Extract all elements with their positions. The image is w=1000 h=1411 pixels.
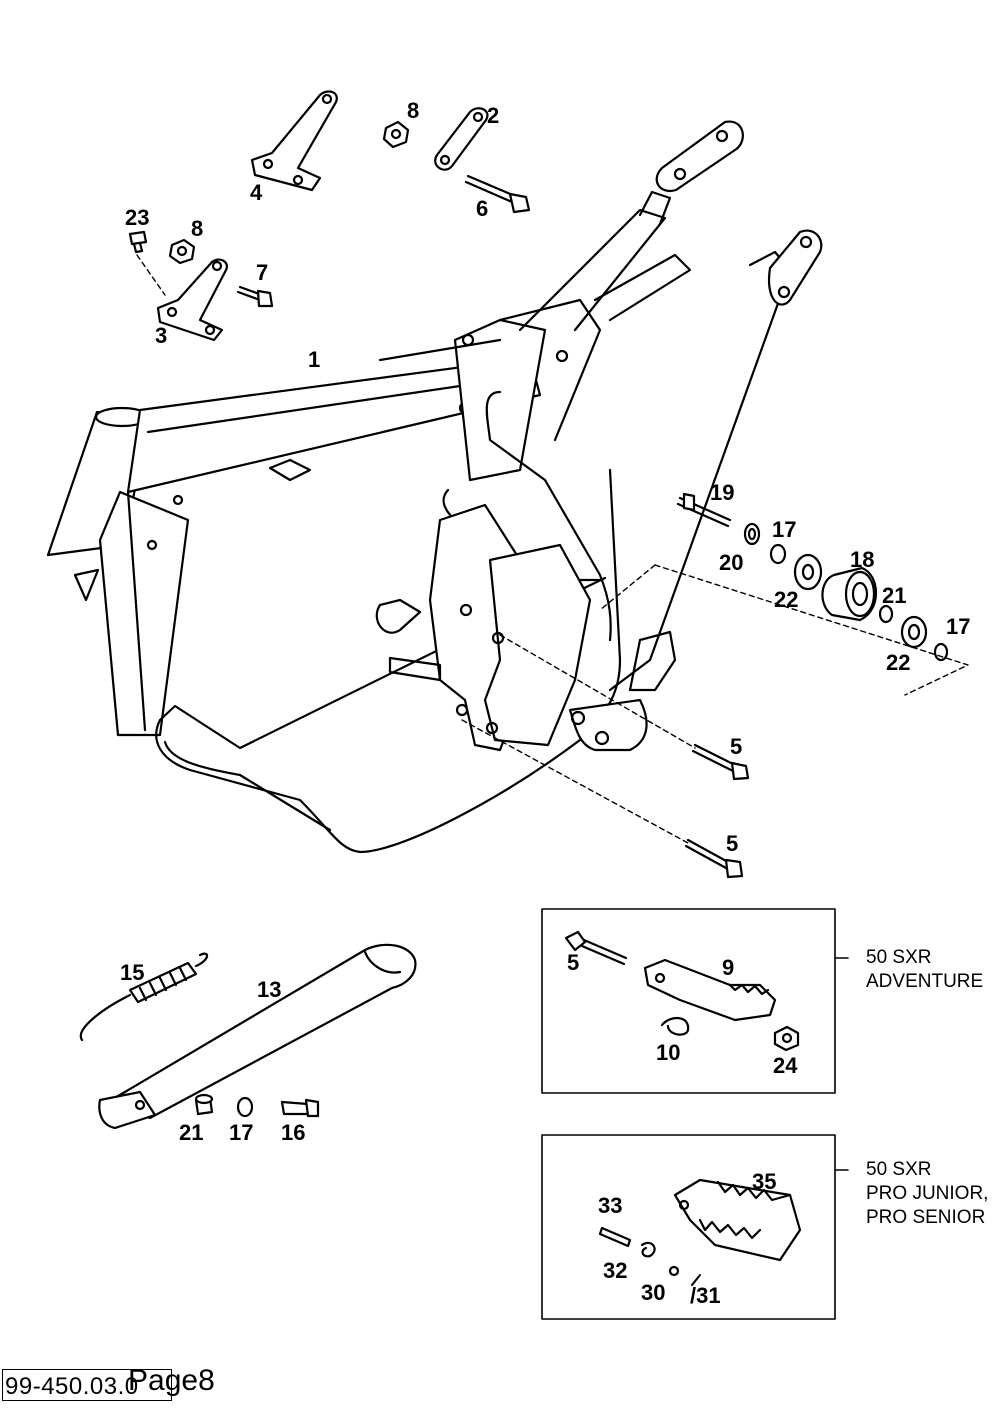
label-part-10: 10 — [656, 1040, 680, 1065]
nut-8-top-drawing — [382, 120, 410, 149]
label-part-16: 16 — [281, 1120, 305, 1145]
bolt-5-lower-drawing — [461, 719, 744, 879]
label-part-17-stand: 17 — [229, 1120, 253, 1145]
label-part-20: 20 — [719, 550, 743, 575]
document-code-box — [2, 1369, 172, 1401]
bolt-7-drawing — [236, 285, 274, 308]
label-part-19: 19 — [710, 480, 734, 505]
label-part-1: 1 — [308, 347, 320, 372]
label-part-24: 24 — [773, 1053, 798, 1078]
variant-pro-line-2: PRO JUNIOR, — [866, 1183, 989, 1204]
label-part-7: 7 — [256, 260, 268, 285]
label-part-22-right: 22 — [886, 650, 910, 675]
label-part-35: 35 — [752, 1169, 776, 1194]
label-part-33: 33 — [598, 1193, 622, 1218]
bolt-16-drawing — [280, 1098, 320, 1118]
spring-15-drawing — [79, 952, 209, 1042]
callout-labels: 1 2 3 4 5 5 5 6 7 8 8 9 10 13 15 16 17 1… — [120, 98, 970, 1308]
adventure-footrest-box — [541, 908, 836, 1094]
variant-pro-line-3: PRO SENIOR — [866, 1207, 986, 1228]
label-part-6: 6 — [476, 196, 488, 221]
label-part-4: 4 — [250, 180, 263, 205]
washer-17-stand-drawing — [236, 1096, 254, 1118]
variant-caption-adventure: 50 SXR ADVENTURE — [866, 946, 983, 994]
label-part-22-left: 22 — [774, 587, 798, 612]
label-part-31: /31 — [690, 1283, 721, 1308]
sleeve-21-drawing — [194, 1093, 214, 1116]
roller-group-drawing — [599, 492, 969, 696]
label-part-23: 23 — [125, 205, 149, 230]
label-part-21-stand: 21 — [179, 1120, 203, 1145]
label-part-2: 2 — [487, 103, 499, 128]
nut-8-left-drawing — [168, 238, 196, 265]
label-part-17-right: 17 — [946, 614, 970, 639]
label-part-9: 9 — [722, 955, 734, 980]
label-part-15: 15 — [120, 960, 144, 985]
label-part-8-left: 8 — [191, 216, 203, 241]
label-part-17-upper: 17 — [772, 517, 796, 542]
footrest-pro-drawing — [598, 1178, 802, 1286]
label-part-18: 18 — [850, 547, 874, 572]
label-part-13: 13 — [257, 977, 281, 1002]
pro-footrest-box — [541, 1134, 836, 1320]
variant-pro-line-1: 50 SXR — [866, 1159, 932, 1180]
bolt-5-upper-drawing — [499, 634, 750, 781]
label-part-8-top: 8 — [407, 98, 419, 123]
page-label: Page8 — [128, 1364, 215, 1397]
side-stand-13-drawing — [98, 943, 417, 1130]
label-part-30: 30 — [641, 1280, 665, 1305]
label-part-32: 32 — [603, 1258, 627, 1283]
label-part-5-lower: 5 — [726, 831, 738, 856]
label-part-3: 3 — [155, 323, 167, 348]
label-part-21-roller: 21 — [882, 583, 906, 608]
variant-caption-pro: 50 SXR PRO JUNIOR, PRO SENIOR — [866, 1158, 988, 1230]
footrest-adventure-drawing — [564, 930, 800, 1052]
label-part-5-upper: 5 — [730, 734, 742, 759]
bracket-3-drawing — [156, 258, 228, 342]
variant-adventure-line-1: 50 SXR — [866, 947, 932, 968]
bracket-4-drawing — [250, 90, 338, 192]
plate-2-drawing — [434, 107, 489, 171]
screw-23-drawing — [128, 230, 166, 296]
main-frame-drawing — [46, 120, 823, 854]
variant-adventure-line-2: ADVENTURE — [866, 971, 984, 992]
label-part-5-adventure: 5 — [567, 950, 579, 975]
bolt-6-drawing — [464, 174, 531, 214]
document-code: 99-450.03.0 — [5, 1373, 139, 1400]
